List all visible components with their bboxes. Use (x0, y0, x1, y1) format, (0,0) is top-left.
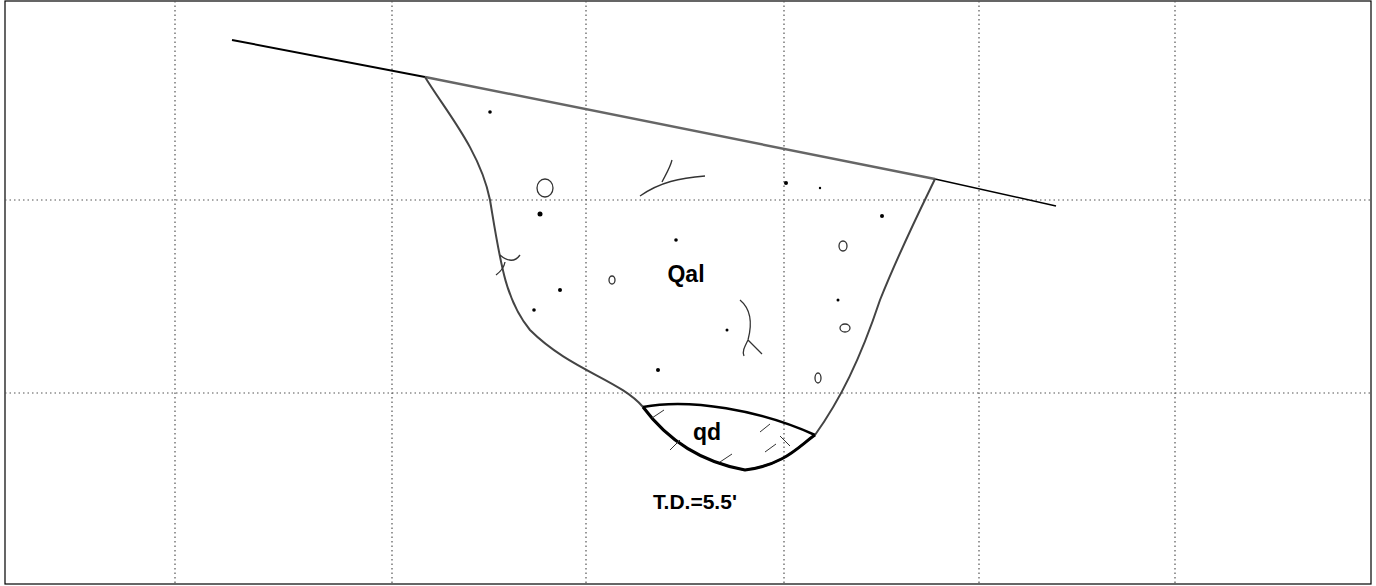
depth-note-box: T.D.=5.5' (653, 490, 737, 513)
unit-symbol: qd (693, 420, 721, 445)
grid (5, 1, 1371, 584)
geologic-unit: Qal (667, 262, 704, 287)
total-depth-label: T.D.=5.5' (653, 490, 737, 513)
geologic-unit: qd (693, 420, 721, 445)
frame (5, 1, 1371, 584)
ground-line (232, 40, 1056, 206)
gravel-marks (496, 160, 850, 383)
rock-hatch (652, 410, 790, 462)
contact-line (643, 404, 815, 435)
gravel-dots (488, 110, 884, 372)
pit-bottom (643, 407, 815, 470)
pit-outline (425, 77, 935, 470)
unit-symbol: Qal (667, 262, 704, 287)
